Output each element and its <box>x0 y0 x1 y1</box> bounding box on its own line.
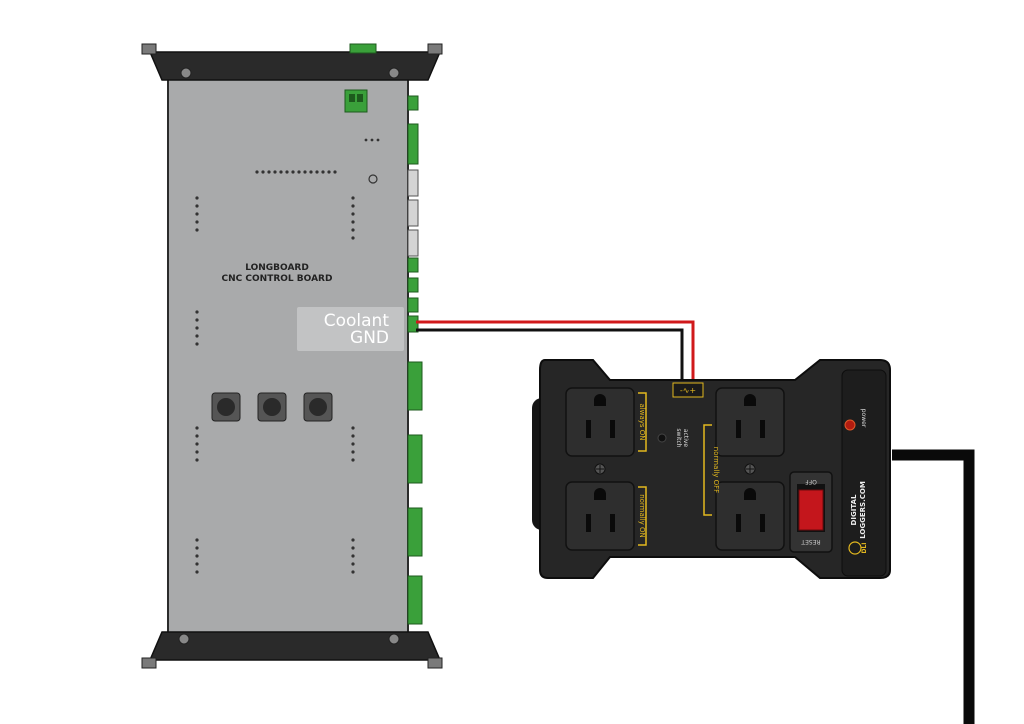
push-button-2 <box>257 392 287 422</box>
iot-relay: always ON normally ON normally OFF -∿+ s… <box>532 359 891 579</box>
control-input-terminal: -∿+ <box>672 382 704 398</box>
grey-connectors <box>407 169 419 257</box>
board-title-line1: LONGBOARD <box>245 263 309 273</box>
pin-headers <box>195 138 380 574</box>
power-cord <box>892 449 975 724</box>
rocker-switch[interactable] <box>798 489 824 531</box>
brand-block: DLI DIGITAL LOGGERS.COM <box>848 481 868 555</box>
brand-line2: LOGGERS.COM <box>859 481 867 539</box>
dli-logo-text: DLI <box>861 542 868 553</box>
power-led <box>844 419 856 431</box>
dli-logo <box>848 541 862 555</box>
board-push-buttons <box>211 392 333 422</box>
faceplate-screws <box>594 463 756 475</box>
push-button-1 <box>211 392 241 422</box>
wires <box>416 320 975 724</box>
label-power: power <box>860 409 867 428</box>
power-connector <box>344 89 368 113</box>
label-always-on: always ON <box>638 403 646 440</box>
brand-line1: DIGITAL <box>850 494 858 525</box>
outlet-normally-off-2 <box>715 481 785 551</box>
board-title-line2: CNC CONTROL BOARD <box>222 274 333 284</box>
push-button-3 <box>303 392 333 422</box>
label-switch: switch <box>675 428 682 447</box>
label-normally-on: normally ON <box>638 494 646 538</box>
coolant-label-box <box>297 307 404 351</box>
outlet-normally-on <box>565 481 635 551</box>
label-reset: RESET <box>801 538 821 545</box>
label-off: OFF <box>805 478 817 485</box>
label-normally-off: normally OFF <box>712 447 720 493</box>
gnd-label: GND <box>350 328 389 348</box>
power-indicator: power <box>844 409 867 431</box>
gnd-wire <box>416 328 684 384</box>
board-mount-hole <box>368 174 378 184</box>
switch-active-led <box>657 433 667 443</box>
outlet-label-brackets <box>638 392 712 546</box>
reset-power-switch[interactable]: OFF RESET <box>789 471 833 553</box>
top-mounting-rail <box>141 43 443 81</box>
outlet-always-on <box>565 387 635 457</box>
board-pcb <box>167 65 409 647</box>
input-polarity-symbol: -∿+ <box>680 386 696 395</box>
longboard-control-board: LONGBOARD CNC CONTROL BOARD Coolant GND <box>141 43 443 669</box>
coolant-wire <box>416 320 695 384</box>
label-active: active <box>682 429 689 448</box>
terminal-connectors <box>407 95 423 625</box>
bottom-mounting-rail <box>141 631 443 669</box>
switch-active-indicator: switch active <box>657 428 689 448</box>
coolant-label: Coolant <box>324 311 390 331</box>
outlet-normally-off-1 <box>715 387 785 457</box>
